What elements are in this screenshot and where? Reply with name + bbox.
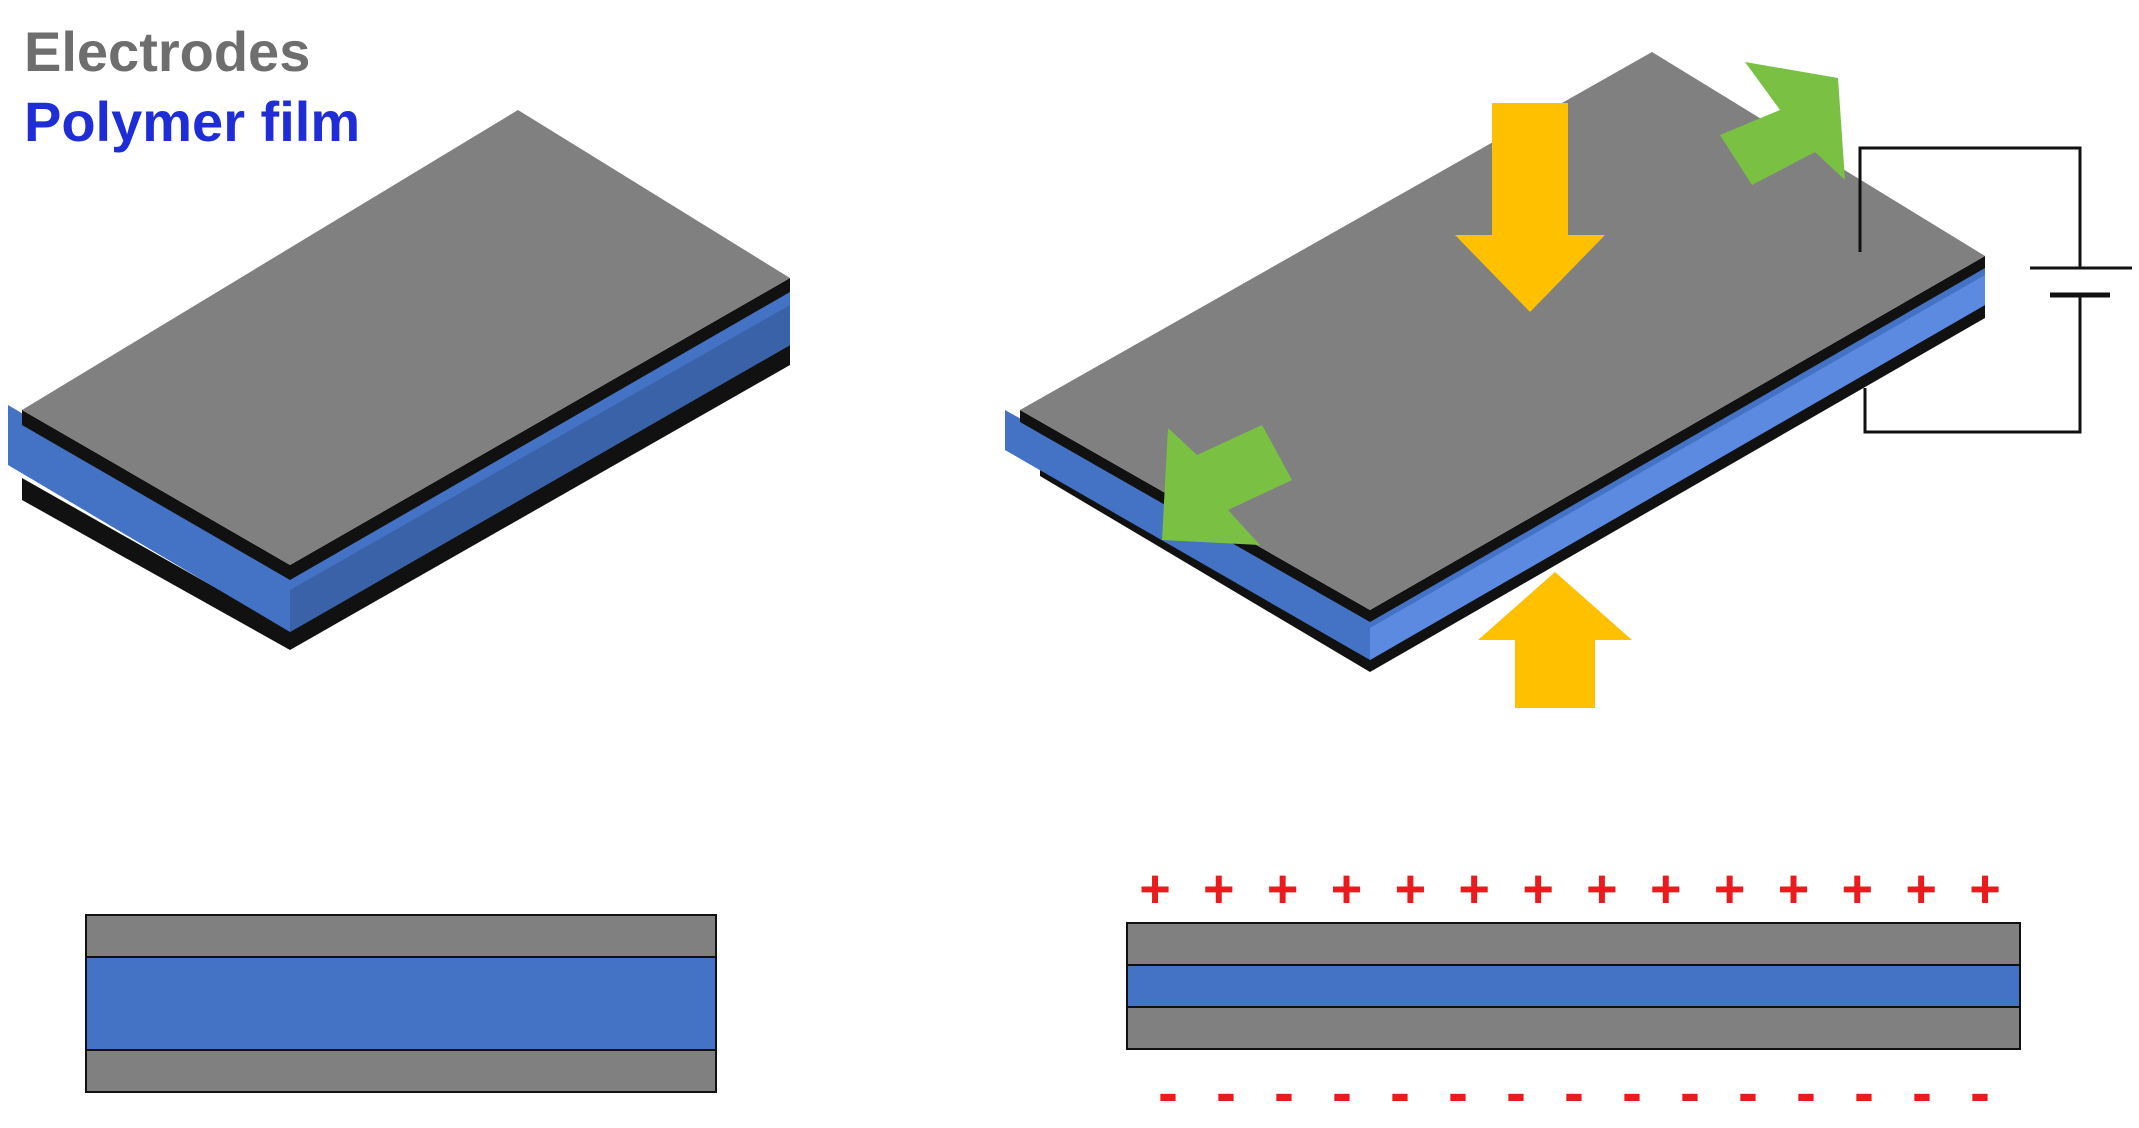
charged-cross-section — [1126, 922, 2021, 1050]
positive-charge: + — [1458, 859, 1490, 919]
top-electrode-section — [1126, 922, 2021, 966]
polymer-film-3d-side — [1005, 262, 1985, 660]
legend-electrodes-label: Electrodes — [24, 20, 311, 83]
negative-charge: - — [1970, 1059, 1990, 1126]
negative-charge: - — [1390, 1059, 1410, 1126]
positive-charge: + — [1522, 859, 1554, 919]
stretch-arrow-up-right-icon — [1720, 62, 1845, 185]
polymer-film-3d-highlight — [1370, 275, 1985, 660]
positive-charge: + — [1267, 859, 1299, 919]
battery-circuit — [1858, 146, 2132, 434]
relaxed-cross-section — [85, 914, 717, 1093]
negative-charges: --------------- — [1158, 1059, 1990, 1126]
positive-charge: + — [1650, 859, 1682, 919]
negative-charge: - — [1216, 1059, 1236, 1126]
polymer-film-3d-highlight — [290, 305, 790, 632]
top-electrode-section — [85, 914, 717, 958]
positive-charge: + — [1778, 859, 1810, 919]
compression-arrow-up-icon — [1478, 572, 1632, 708]
positive-charge: + — [1905, 859, 1937, 919]
negative-charge: - — [1448, 1059, 1468, 1126]
polymer-film-section — [85, 956, 717, 1051]
negative-charge: - — [1680, 1059, 1700, 1126]
relaxed-actuator-3d — [8, 110, 790, 650]
positive-charge: + — [1842, 859, 1874, 919]
negative-charge: - — [1332, 1059, 1352, 1126]
negative-charge: - — [1622, 1059, 1642, 1126]
negative-charge: - — [1274, 1059, 1294, 1126]
negative-charge: - — [1158, 1059, 1178, 1126]
legend-polymer-film-label: Polymer film — [24, 90, 361, 153]
polymer-film-3d-side — [8, 282, 790, 632]
negative-charge: - — [1912, 1059, 1932, 1126]
top-electrode-3d-face — [22, 110, 790, 565]
positive-charge: + — [1714, 859, 1746, 919]
positive-charge: + — [1331, 859, 1363, 919]
negative-charge: - — [1796, 1059, 1816, 1126]
positive-charge: + — [1395, 859, 1427, 919]
negative-charge: - — [1854, 1059, 1874, 1126]
stretch-arrow-down-left-icon — [1162, 425, 1292, 545]
circuit-wire-top — [1858, 146, 2082, 268]
negative-charge: - — [1564, 1059, 1584, 1126]
negative-charge: - — [1738, 1059, 1758, 1126]
bottom-electrode-section — [85, 1049, 717, 1093]
circuit-wire-bottom — [1863, 295, 2082, 434]
positive-charges: + + + + + + + + + + + + + + — [1139, 859, 2001, 919]
polymer-film-section — [1126, 964, 2021, 1008]
bottom-electrode-section — [1126, 1006, 2021, 1050]
negative-charge: - — [1506, 1059, 1526, 1126]
positive-charge: + — [1203, 859, 1235, 919]
compression-arrow-down-icon — [1455, 103, 1605, 312]
positive-charge: + — [1139, 859, 1171, 919]
positive-charge: + — [1586, 859, 1618, 919]
positive-charge: + — [1969, 859, 2001, 919]
